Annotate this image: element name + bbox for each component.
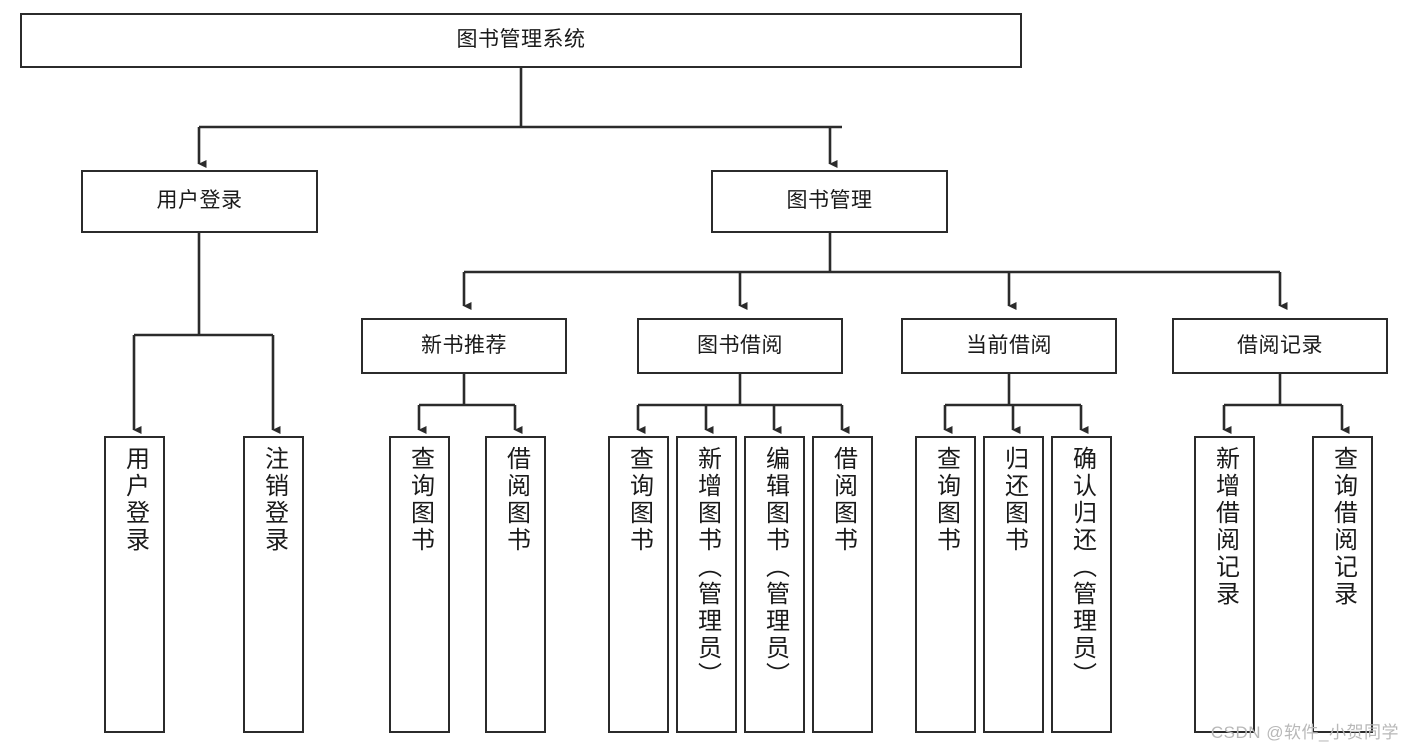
node-label: 用户登录 [156, 189, 243, 213]
node-leaf-confirm-return-admin[interactable]: 确认归还（管理员） [1051, 436, 1112, 733]
node-label: 新书推荐 [421, 333, 507, 357]
node-label: 编辑图书（管理员） [761, 446, 789, 689]
node-leaf-query-borrow-record[interactable]: 查询借阅记录 [1312, 436, 1373, 733]
node-leaf-add-borrow-record[interactable]: 新增借阅记录 [1194, 436, 1255, 733]
node-root-book-management-system[interactable]: 图书管理系统 [20, 13, 1022, 68]
node-leaf-add-book-admin[interactable]: 新增图书（管理员） [676, 436, 737, 733]
node-label: 查询图书 [406, 446, 434, 554]
node-label: 图书借阅 [697, 333, 783, 357]
node-leaf-query-book-current[interactable]: 查询图书 [915, 436, 976, 733]
node-label: 当前借阅 [966, 333, 1052, 357]
node-new-book-recommend[interactable]: 新书推荐 [361, 318, 567, 374]
csdn-watermark: CSDN @软件_小贺同学 [1210, 723, 1399, 742]
node-book-management[interactable]: 图书管理 [711, 170, 948, 233]
node-label: 确认归还（管理员） [1068, 446, 1096, 689]
node-label: 图书管理 [786, 189, 873, 213]
node-label: 新增借阅记录 [1211, 446, 1239, 608]
node-leaf-logout[interactable]: 注销登录 [243, 436, 304, 733]
node-book-borrow[interactable]: 图书借阅 [637, 318, 843, 374]
node-leaf-borrow-book-recommend[interactable]: 借阅图书 [485, 436, 546, 733]
node-leaf-return-book[interactable]: 归还图书 [983, 436, 1044, 733]
node-label: 借阅图书 [502, 446, 530, 554]
node-current-borrow[interactable]: 当前借阅 [901, 318, 1117, 374]
node-leaf-query-book-borrow[interactable]: 查询图书 [608, 436, 669, 733]
node-label: 查询图书 [932, 446, 960, 554]
node-label: 查询借阅记录 [1329, 446, 1357, 608]
node-leaf-user-login[interactable]: 用户登录 [104, 436, 165, 733]
node-label: 用户登录 [121, 446, 149, 554]
node-label: 查询图书 [625, 446, 653, 554]
node-leaf-borrow-book[interactable]: 借阅图书 [812, 436, 873, 733]
node-label: 借阅图书 [829, 446, 857, 554]
node-leaf-query-book-recommend[interactable]: 查询图书 [389, 436, 450, 733]
node-user-login[interactable]: 用户登录 [81, 170, 318, 233]
node-leaf-edit-book-admin[interactable]: 编辑图书（管理员） [744, 436, 805, 733]
node-label: 新增图书（管理员） [693, 446, 721, 689]
node-label: 图书管理系统 [456, 28, 586, 52]
node-label: 借阅记录 [1237, 333, 1323, 357]
node-label: 注销登录 [260, 446, 288, 554]
node-borrow-record[interactable]: 借阅记录 [1172, 318, 1388, 374]
node-label: 归还图书 [1000, 446, 1028, 554]
